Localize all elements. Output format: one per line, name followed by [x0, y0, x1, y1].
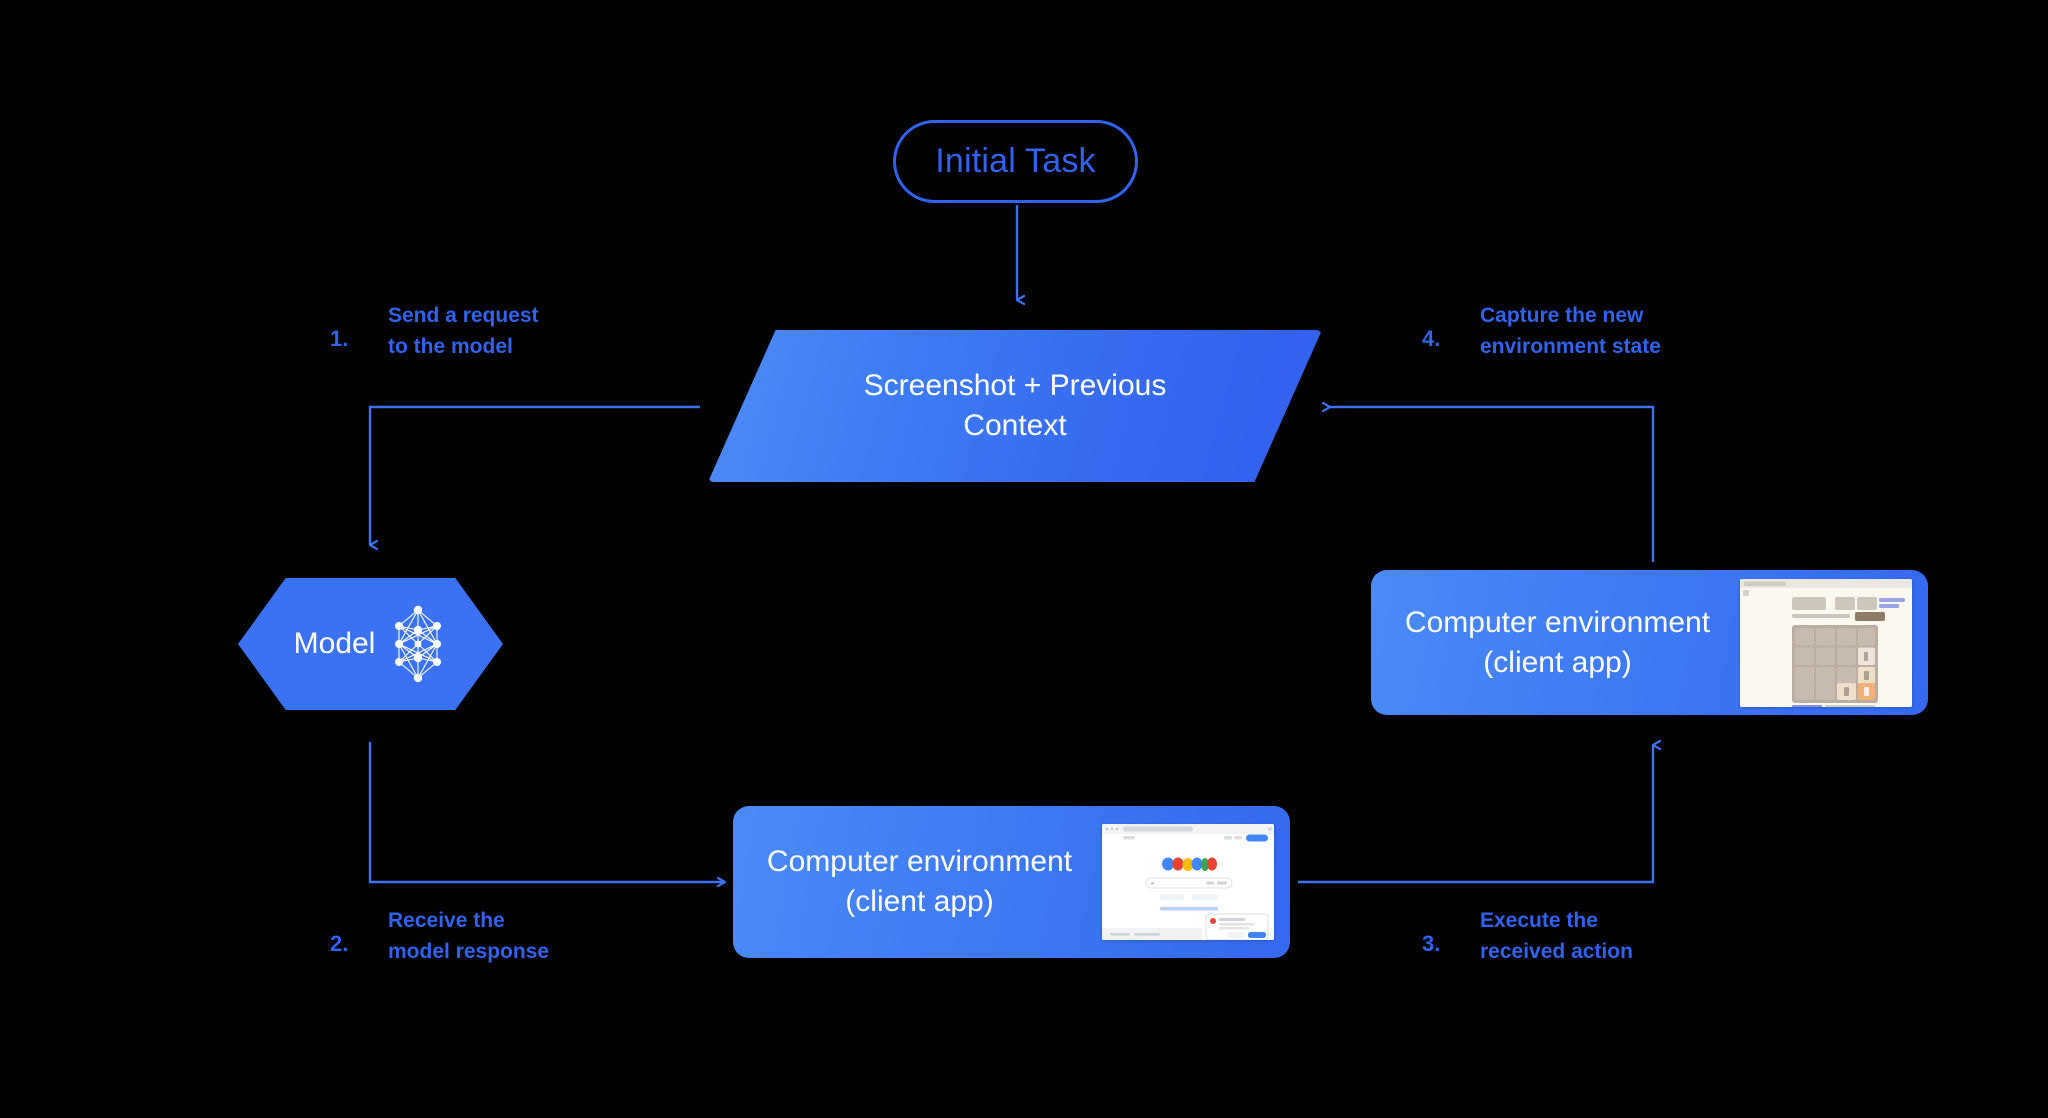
step-2-text: Receive the model response [388, 909, 550, 964]
step-1-number: 1. [330, 326, 349, 351]
env-card-right-line1: Computer environment [1404, 605, 1711, 639]
env-card-right-line2: (client app) [1483, 645, 1632, 679]
edge-env-right-to-screenshot [1330, 407, 1655, 562]
step-4-text: Capture the new environment state [1480, 304, 1661, 359]
edge-model-to-env-bottom [368, 742, 725, 882]
initial-task-label: Initial Task [935, 142, 1096, 180]
neural-network-icon [395, 605, 442, 683]
thumbnail-google-search[interactable] [1102, 824, 1274, 940]
edge-screenshot-to-model [368, 405, 700, 545]
edge-env-bottom-to-env-right [1298, 745, 1653, 884]
env-card-right-thumb-slot [1736, 578, 1916, 707]
model-node[interactable]: Model [238, 578, 503, 710]
screenshot-context-text: Screenshot + Previous Context [708, 330, 1322, 482]
step-label-1: 1. Send a request to the model [330, 300, 539, 362]
env-card-bottom-line1: Computer environment [766, 845, 1073, 879]
step-label-4: 4. Capture the new environment state [1422, 300, 1661, 362]
env-card-right[interactable]: Computer environment (client app) [1371, 570, 1928, 715]
env-card-bottom[interactable]: Computer environment (client app) [733, 806, 1290, 958]
screenshot-context-line1: Screenshot + Previous [863, 369, 1167, 403]
step-3-number: 3. [1422, 931, 1441, 956]
env-card-right-caption: Computer environment (client app) [1371, 603, 1736, 683]
step-2-number: 2. [330, 931, 349, 956]
parallelogram-shape [708, 330, 1322, 482]
initial-task-node[interactable]: Initial Task [893, 120, 1138, 203]
hexagon-shape [238, 578, 503, 710]
env-card-bottom-caption: Computer environment (client app) [733, 842, 1098, 922]
step-4-number: 4. [1422, 326, 1441, 351]
step-label-2: 2. Receive the model response [330, 905, 549, 967]
step-3-text: Execute the received action [1480, 909, 1633, 964]
thumbnail-2048-game[interactable] [1740, 578, 1912, 707]
screenshot-context-line2: Context [963, 409, 1067, 442]
model-label: Model [293, 627, 376, 660]
env-card-bottom-line2: (client app) [845, 885, 994, 918]
step-label-3: 3. Execute the received action [1422, 905, 1633, 967]
env-card-bottom-thumb-slot [1098, 824, 1278, 940]
screenshot-context-node[interactable]: Screenshot + Previous Context [708, 330, 1322, 482]
step-1-text: Send a request to the model [388, 304, 539, 359]
